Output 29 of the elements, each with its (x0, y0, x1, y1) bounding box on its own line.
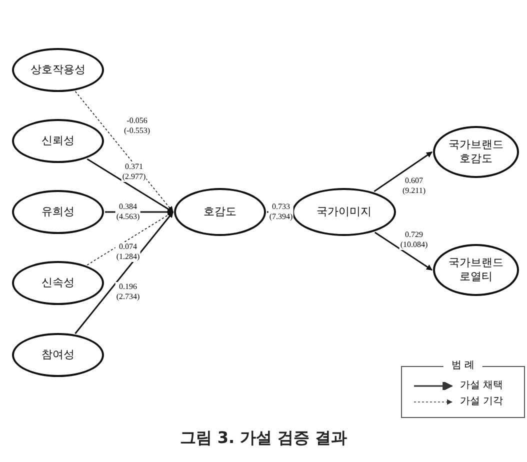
ellipse-node (12, 119, 104, 163)
node-label: 신뢰성 (40, 134, 76, 148)
arrow (374, 151, 432, 192)
node-label: 참여성 (40, 348, 76, 362)
edge-label: 0.196 (2.734) (115, 282, 141, 302)
edge-label: 0.607 (9.211) (401, 176, 427, 196)
node-label: 유희성 (40, 205, 76, 219)
arrow (86, 212, 174, 266)
legend-title: 범 례 (443, 360, 483, 372)
ellipse-node (12, 261, 104, 305)
edge-label: 0.371 (2.977) (121, 162, 147, 182)
legend-label: 가설 기각 (460, 395, 504, 408)
node-label: 국가이미지 (316, 205, 372, 219)
caption: 그림 3. 가설 검증 결과 (178, 427, 348, 449)
node-label: 상호작용성 (30, 63, 86, 77)
arrow (74, 90, 174, 212)
node-label: 신속성 (40, 276, 76, 290)
arrow (374, 232, 432, 271)
node-label: 국가브랜드 로열티 (448, 256, 504, 284)
edge-label: 0.384 (4.563) (115, 202, 141, 222)
node-label: 호감도 (202, 205, 238, 219)
arrow (86, 158, 174, 213)
legend-label: 가설 채택 (460, 379, 504, 392)
edge-label: 0.074 (1.284) (115, 242, 141, 262)
edge-label: 0.729 (10.084) (399, 230, 429, 250)
edge-label: -0.056 (-0.553) (123, 116, 151, 136)
edge-label: 0.733 (7.394) (268, 202, 294, 222)
arrow (74, 212, 174, 334)
node-label: 국가브랜드 호감도 (448, 138, 504, 166)
